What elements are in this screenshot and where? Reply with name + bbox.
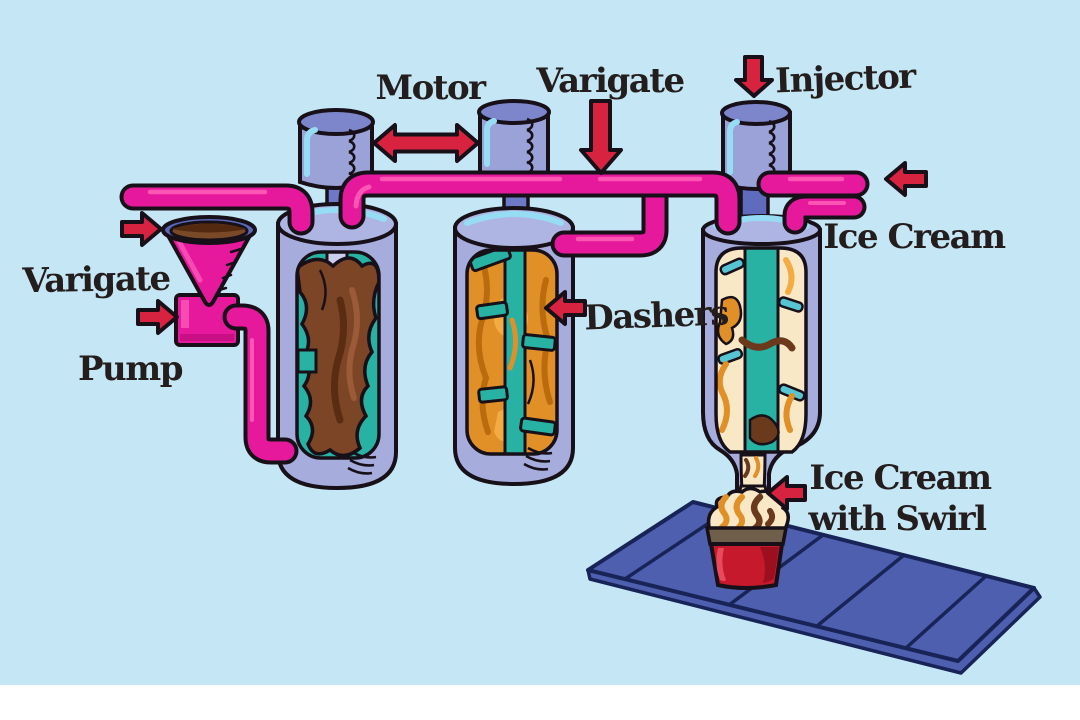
freezing-cylinder-2 [453, 206, 575, 487]
varigate-funnel [161, 215, 257, 307]
dashers-label: Dashers [584, 293, 729, 338]
ice-cream-inlet-label: Ice Cream [823, 217, 1006, 257]
freezing-cylinder-1 [276, 202, 398, 491]
varigate-left-label: Varigate [21, 259, 171, 302]
varigate-inlet-arrow-icon [120, 211, 163, 247]
footer-strip [0, 685, 1080, 720]
pipes [119, 170, 870, 465]
injector-down-arrow-icon [734, 55, 774, 98]
varigate-pump-unit [161, 215, 257, 347]
conveyor-belt [586, 500, 1042, 675]
cylinder-2-contents [467, 250, 557, 454]
ice-cream-supply-pipes [756, 170, 870, 235]
motor-label: Motor [375, 68, 487, 108]
cylinder-1-window [295, 250, 381, 460]
cylinder-3-window [714, 246, 808, 454]
output-label-line2: with Swirl [807, 499, 987, 539]
cup-rim-band [704, 526, 789, 546]
cylinder-2-window [465, 248, 559, 456]
pump-arrow-icon [136, 299, 179, 335]
motor-link-arrow-icon [372, 123, 480, 163]
branch-pipe-cylinder-2 [550, 184, 669, 258]
varigate-top-label: Varigate [535, 61, 684, 101]
output-arrow-icon [766, 475, 807, 511]
feed-pipe-left [119, 183, 315, 236]
output-label-line1: Ice Cream [809, 458, 992, 498]
pump-pipe [222, 303, 299, 465]
cylinder-1-contents [297, 252, 379, 458]
ice-cream-inlet-arrow-icon [884, 161, 928, 197]
dashers-arrow-icon [544, 290, 587, 326]
pump-label: Pump [78, 349, 183, 389]
main-pipe [338, 170, 742, 236]
ice-cream-cup [704, 484, 790, 590]
cylinder-3-contents [716, 248, 806, 452]
injector-label: Injector [775, 56, 918, 101]
varigate-down-arrow-icon [579, 99, 623, 175]
arrows [120, 55, 928, 511]
